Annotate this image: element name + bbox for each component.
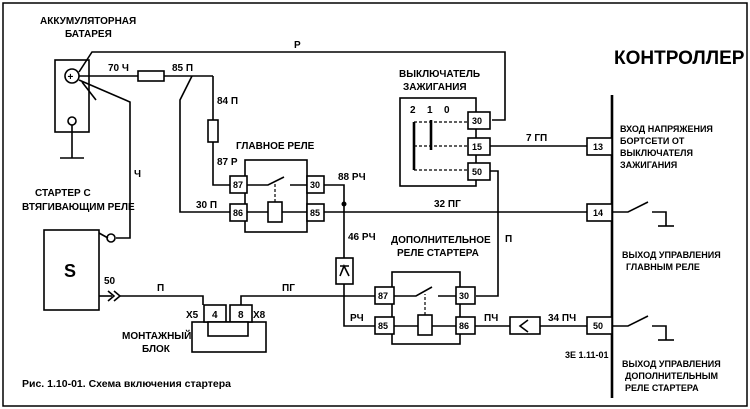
- main-relay-switch-icon: [247, 176, 285, 186]
- battery-title-2: БАТАРЕЯ: [65, 29, 112, 40]
- aux-relay-coil-icon: [417, 314, 433, 336]
- fuse-icon: [137, 70, 165, 82]
- ignition-pos-2: 2: [410, 105, 416, 116]
- wire-p-right: [476, 170, 499, 297]
- wire-label-pch: ПЧ: [484, 313, 498, 324]
- wire-label-70ch: 70 Ч: [108, 63, 129, 74]
- wire-label-ch: Ч: [134, 169, 141, 180]
- mount-bridge: [207, 321, 249, 337]
- ignition-pin-50-label: 50: [472, 167, 482, 177]
- ignition-pin-15-label: 15: [472, 142, 482, 152]
- controller-pin-14-label: 14: [593, 208, 603, 218]
- ignition-title-2: ЗАЖИГАНИЯ: [403, 82, 467, 93]
- wire-label-84p: 84 П: [217, 96, 238, 107]
- wire-label-pg: ПГ: [282, 283, 295, 294]
- controller-out-main-label-1: ВЫХОД УПРАВЛЕНИЯ: [622, 250, 721, 260]
- fuse-2-icon: [207, 119, 219, 143]
- mount-title-1: МОНТАЖНЫЙ: [122, 329, 191, 342]
- wire-ch: [78, 79, 131, 239]
- junction-dot: [341, 201, 347, 207]
- mount-pin-8-label: 8: [238, 310, 244, 321]
- wire-label-87r: 87 Р: [217, 157, 238, 168]
- mount-conn-x8: Х8: [253, 310, 266, 321]
- controller-input-label-3: ВЫКЛЮЧАТЕЛЯ: [620, 148, 693, 158]
- controller-pin-50-label: 50: [593, 321, 603, 331]
- wire-30p: [179, 75, 230, 213]
- controller-out-aux-label-2: ДОПОЛНИТЕЛЬНЫМ: [625, 371, 718, 381]
- aux-relay-pin-85-label: 85: [378, 321, 388, 331]
- diode-box: [335, 257, 354, 285]
- figure-caption: Рис. 1.10-01. Схема включения стартера: [22, 378, 231, 390]
- aux-relay-title-2: РЕЛЕ СТАРТЕРА: [397, 248, 479, 259]
- wire-battery-branch: [81, 81, 97, 101]
- wire-label-85p: 85 П: [172, 63, 193, 74]
- connector-2-box: [509, 316, 541, 335]
- ignition-pos-1: 1: [427, 105, 433, 116]
- ignition-pin-30: [467, 111, 491, 130]
- wire-label-7gp: 7 ГП: [526, 133, 547, 144]
- aux-relay-pin-30-label: 30: [459, 291, 469, 301]
- ignition-box: [399, 97, 477, 187]
- mount-pin-4-label: 4: [212, 310, 218, 321]
- connector-2-icon: [518, 319, 529, 333]
- main-relay-title: ГЛАВНОЕ РЕЛЕ: [236, 141, 315, 152]
- wire-label-32pg: 32 ПГ: [434, 199, 461, 210]
- battery-box: [54, 59, 90, 133]
- wire-label-88rch: 88 РЧ: [338, 172, 366, 183]
- ignition-pos-0: 0: [444, 105, 450, 116]
- starter-title-1: СТАРТЕР С: [35, 188, 91, 199]
- ignition-pin-30-label: 30: [472, 116, 482, 126]
- controller-out-aux-label-1: ВЫХОД УПРАВЛЕНИЯ: [622, 359, 721, 369]
- ignition-title-1: ВЫКЛЮЧАТЕЛЬ: [399, 69, 480, 80]
- figure-code: 3Е 1.11-01: [565, 350, 609, 360]
- wire-label-46rch: 46 РЧ: [348, 232, 376, 243]
- wire-label-p-left: П: [157, 283, 164, 294]
- main-relay-pin-86-label: 86: [233, 208, 243, 218]
- battery-title-1: АККУМУЛЯТОРНАЯ: [40, 16, 136, 27]
- controller-switch-aux-icon: [612, 315, 649, 327]
- controller-switch-main-ground: [652, 211, 667, 226]
- wire-pg: [240, 295, 375, 305]
- controller-switch-aux-ground: [652, 325, 667, 340]
- wire-87r: [212, 142, 230, 186]
- wire-label-34pch: 34 ПЧ: [548, 313, 576, 324]
- main-relay-pin-30-label: 30: [310, 180, 320, 190]
- main-relay-coil-icon: [267, 201, 283, 223]
- aux-relay-switch-icon: [394, 286, 433, 297]
- wire-label-p-right: П: [505, 234, 512, 245]
- controller-input-label-1: ВХОД НАПРЯЖЕНИЯ: [620, 124, 713, 134]
- wire-label-r: Р: [294, 40, 301, 51]
- wire-r: [78, 51, 506, 121]
- controller-pin-13-label: 13: [593, 142, 603, 152]
- mount-title-2: БЛОК: [142, 344, 171, 355]
- wire-rch: [343, 284, 375, 327]
- controller-input-label-2: БОРТСЕТИ ОТ: [620, 136, 685, 146]
- controller-pin-13: [586, 137, 613, 156]
- wire-label-30p: 30 П: [196, 200, 217, 211]
- controller-out-main-label-2: ГЛАВНЫМ РЕЛЕ: [626, 262, 700, 272]
- aux-relay-pin-86-label: 86: [459, 321, 469, 331]
- controller-switch-main-icon: [612, 201, 649, 213]
- battery-plus-sign: +: [68, 72, 74, 83]
- starter-symbol: S: [64, 261, 76, 281]
- starter-box: [43, 229, 100, 311]
- starter-terminal: [106, 233, 116, 243]
- starter-title-2: ВТЯГИВАЮЩИМ РЕЛЕ: [22, 202, 135, 213]
- controller-input-label-4: ЗАЖИГАНИЯ: [620, 160, 677, 170]
- controller-title: КОНТРОЛЛЕР: [614, 48, 745, 69]
- aux-relay-title-1: ДОПОЛНИТЕЛЬНОЕ: [391, 235, 491, 246]
- main-relay-pin-87-label: 87: [233, 180, 243, 190]
- wire-88rch: [324, 184, 345, 258]
- wire-label-rch: РЧ: [350, 313, 364, 324]
- main-relay-pin-85-label: 85: [310, 208, 320, 218]
- controller-out-aux-label-3: РЕЛЕ СТАРТЕРА: [625, 383, 699, 393]
- wire-p-left: [120, 295, 204, 305]
- mount-conn-x5: Х5: [186, 310, 199, 321]
- diode-icon: [339, 264, 350, 277]
- aux-relay-pin-87-label: 87: [378, 291, 388, 301]
- starter-terminal-50: 50: [104, 276, 116, 287]
